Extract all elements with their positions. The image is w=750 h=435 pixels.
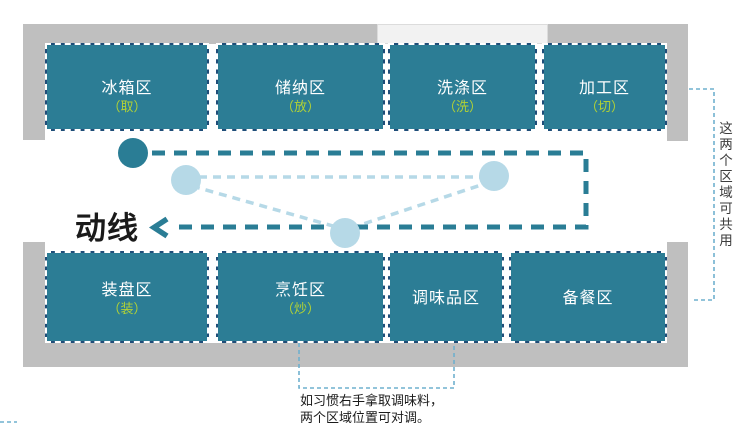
zone-fridge-action: （取） bbox=[107, 99, 147, 115]
zone-processing: 加工区 （切） bbox=[542, 43, 667, 131]
swap-zones-note: 如习惯右手拿取调味料， 两个区域位置可对调。 bbox=[300, 392, 443, 426]
zone-plating-label: 装盘区 bbox=[101, 281, 153, 299]
flow-secondary-node-3 bbox=[479, 161, 509, 191]
swap-zones-note-line2: 两个区域位置可对调。 bbox=[300, 410, 431, 425]
zone-cooking-label: 烹饪区 bbox=[274, 281, 326, 299]
flow-primary-route-line bbox=[152, 150, 589, 230]
zone-storage-label: 储纳区 bbox=[274, 79, 326, 97]
zone-cooking-action: （炒） bbox=[280, 301, 320, 317]
wall-right-lower bbox=[667, 242, 688, 367]
zone-prep: 备餐区 bbox=[509, 251, 667, 343]
zone-plating-action: （装） bbox=[107, 301, 147, 317]
flow-secondary-diagonal-up bbox=[350, 181, 488, 230]
zone-washing-label: 洗涤区 bbox=[436, 79, 488, 97]
zone-seasoning: 调味品区 bbox=[388, 251, 504, 343]
flow-secondary-node-1 bbox=[171, 165, 201, 195]
zone-cooking: 烹饪区 （炒） bbox=[216, 251, 385, 343]
zone-fridge: 冰箱区 （取） bbox=[45, 43, 209, 131]
wall-bottom bbox=[23, 343, 688, 367]
zone-processing-action: （切） bbox=[584, 99, 624, 115]
shared-zones-bracket bbox=[689, 88, 715, 301]
zone-washing: 洗涤区 （洗） bbox=[388, 43, 537, 131]
flow-secondary-node-2 bbox=[330, 218, 360, 248]
swap-zones-note-line1: 如习惯右手拿取调味料， bbox=[300, 393, 444, 408]
zone-storage-action: （放） bbox=[280, 99, 320, 115]
zone-prep-label: 备餐区 bbox=[562, 290, 614, 308]
zone-plating: 装盘区 （装） bbox=[45, 251, 209, 343]
flow-arrowhead-left-icon bbox=[148, 216, 169, 239]
wall-left-lower bbox=[23, 242, 45, 367]
swap-zones-bracket bbox=[298, 343, 455, 389]
shared-zones-note: 这两个区域可共用 bbox=[717, 121, 732, 249]
zone-washing-action: （洗） bbox=[442, 99, 482, 115]
flow-title: 动线 bbox=[75, 211, 139, 246]
wall-left-upper bbox=[23, 24, 45, 140]
flow-start-node bbox=[118, 138, 148, 168]
zone-processing-label: 加工区 bbox=[578, 79, 630, 97]
flow-secondary-diagonal-down bbox=[191, 184, 341, 230]
wall-right-upper bbox=[667, 24, 688, 141]
zone-seasoning-label: 调味品区 bbox=[411, 290, 480, 308]
zone-fridge-label: 冰箱区 bbox=[101, 79, 153, 97]
zone-storage: 储纳区 （放） bbox=[216, 43, 385, 131]
